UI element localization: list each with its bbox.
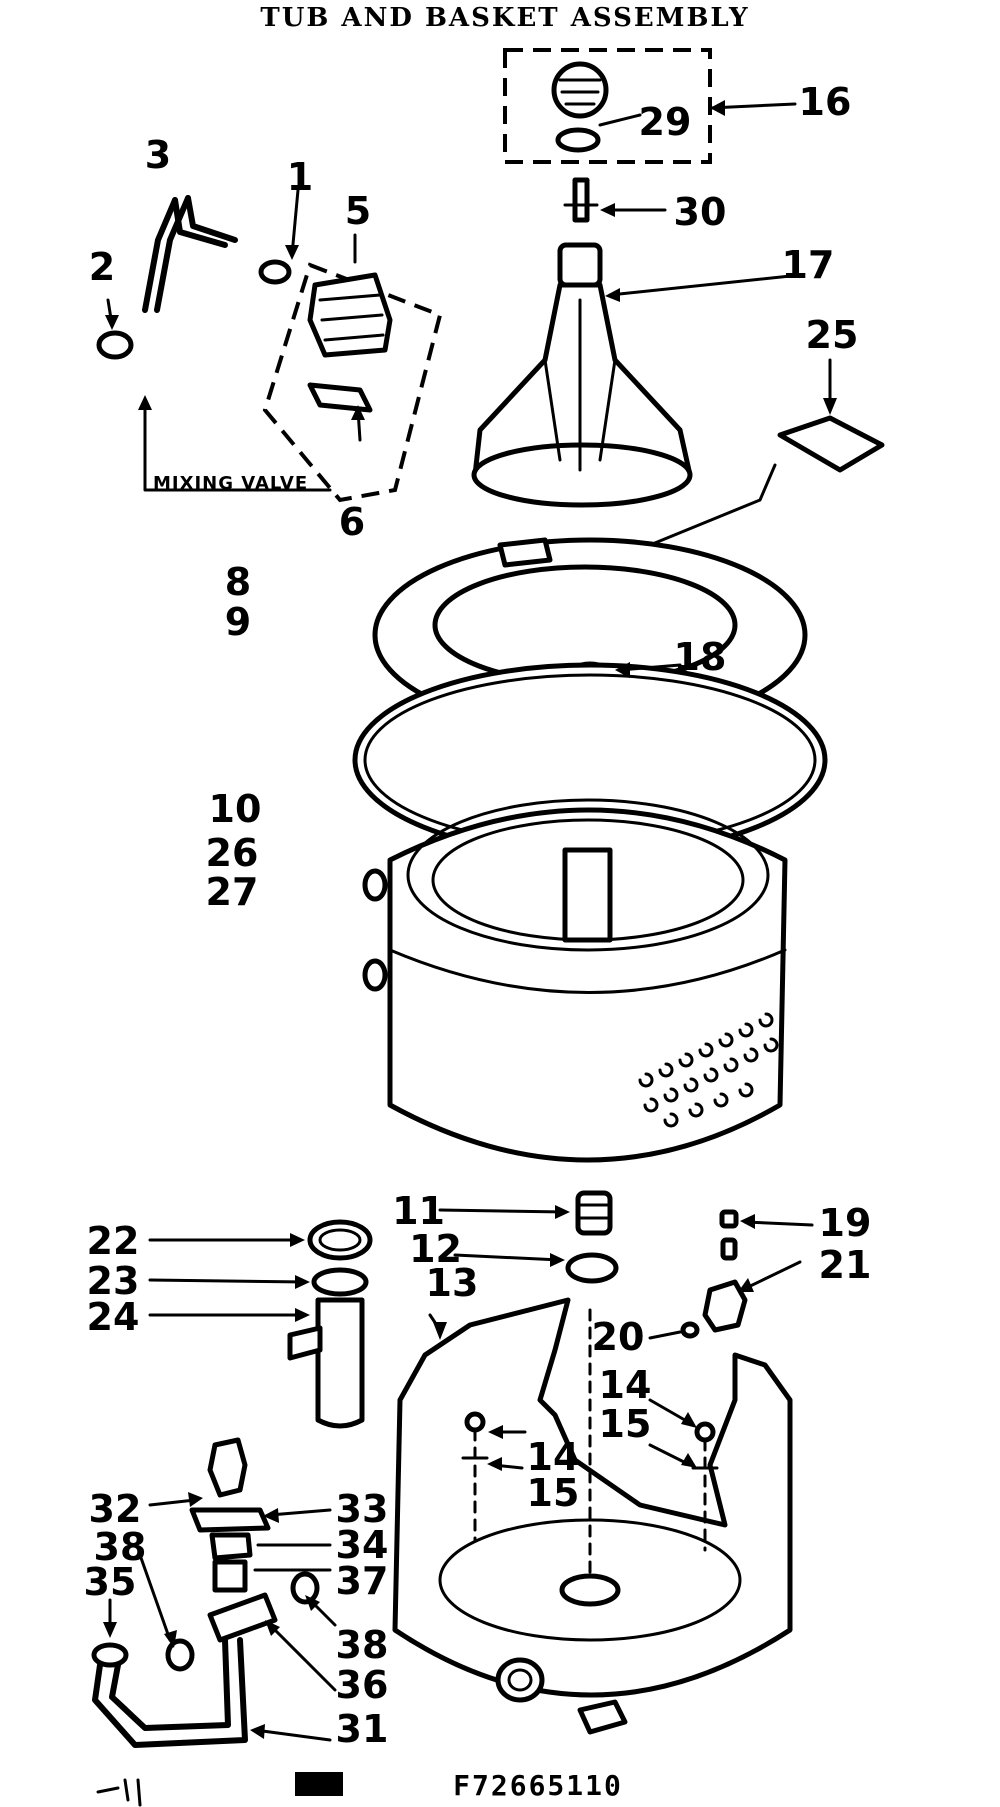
callout-31: 31: [336, 1707, 389, 1751]
callout-14a: 14: [599, 1363, 652, 1407]
mixing-valve-label: MIXING VALVE: [153, 473, 308, 494]
part-25-cover: [648, 358, 885, 547]
pump-hose-group: [91, 1437, 337, 1748]
bottom-marks: [96, 1772, 343, 1807]
mixing-valve-group: MIXING VALVE: [96, 188, 443, 503]
parts-22-23-24: [148, 1219, 373, 1429]
callout-15b: 15: [527, 1471, 580, 1515]
callout-15a: 15: [599, 1402, 652, 1446]
callout-11: 11: [392, 1189, 445, 1233]
callout-8: 8: [225, 560, 251, 604]
callout-17: 17: [782, 243, 835, 287]
callout-30: 30: [674, 190, 727, 234]
callout-14b: 14: [527, 1435, 580, 1479]
callout-3: 3: [145, 133, 171, 177]
callout-22: 22: [87, 1219, 140, 1263]
callout-labels: 3 1 5 2 6 16 29 30 17 25 8 9 18 10 26 27…: [84, 80, 872, 1751]
tub-cover-ring: [352, 537, 828, 858]
callout-34: 34: [336, 1523, 389, 1567]
callout-38a: 38: [94, 1525, 147, 1569]
diagram-code: F72665110: [453, 1769, 623, 1802]
callout-33: 33: [336, 1487, 389, 1531]
callout-12: 12: [409, 1227, 462, 1271]
callout-9: 9: [225, 600, 251, 644]
callout-6: 6: [339, 500, 365, 544]
callout-21: 21: [819, 1243, 872, 1287]
agitator-cap-group: [503, 48, 797, 164]
drain-holes: [638, 1012, 779, 1128]
callout-18: 18: [674, 635, 727, 679]
callout-1: 1: [287, 155, 313, 199]
callout-10: 10: [209, 787, 262, 831]
callout-27: 27: [206, 870, 259, 914]
callout-36: 36: [336, 1663, 389, 1707]
part-17-agitator: [471, 242, 802, 508]
callout-26: 26: [206, 831, 259, 875]
parts-11-12: [438, 1190, 619, 1284]
diagram-title: TUB AND BASKET ASSEMBLY: [260, 3, 749, 33]
callout-35: 35: [84, 1560, 137, 1604]
callout-2: 2: [89, 245, 115, 289]
part-13-base: [392, 1297, 793, 1735]
callout-16: 16: [799, 80, 852, 124]
part-30-bolt: [563, 177, 667, 223]
parts-19-20-21: [648, 1209, 814, 1340]
callout-24: 24: [87, 1295, 140, 1339]
callout-5: 5: [345, 189, 371, 233]
callout-20: 20: [592, 1315, 645, 1359]
callout-19: 19: [819, 1201, 872, 1245]
callout-38b: 38: [336, 1623, 389, 1667]
part-10-tub: [362, 798, 788, 1163]
callout-13: 13: [426, 1261, 479, 1305]
callout-29: 29: [639, 100, 692, 144]
callout-25: 25: [806, 313, 859, 357]
callout-23: 23: [87, 1259, 140, 1303]
callout-37: 37: [336, 1559, 389, 1603]
callout-32: 32: [89, 1487, 142, 1531]
